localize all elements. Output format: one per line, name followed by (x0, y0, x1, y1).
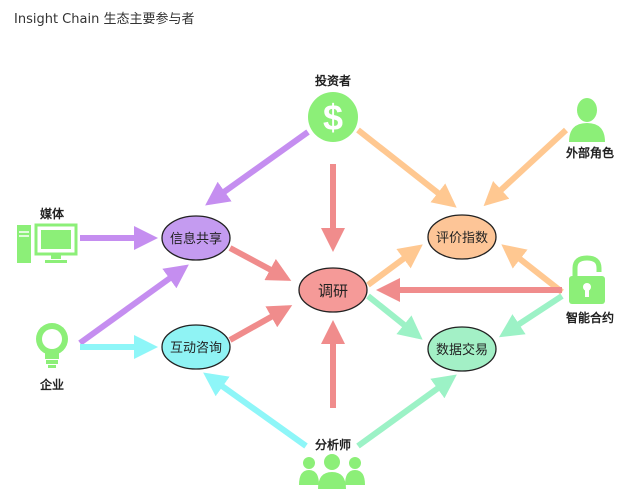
arrow-enterprise-to-info-share (78, 264, 189, 346)
arrow-external-to-rating (483, 127, 569, 207)
arrow-consult-to-research (228, 305, 293, 343)
actor-investor-label: 投资者 (315, 73, 351, 88)
arrow-info-share-to-research (228, 245, 292, 281)
actor-external-label: 外部角色 (566, 145, 614, 160)
diagram-title: Insight Chain 生态主要参与者 (14, 12, 195, 27)
node-info-share: 信息共享 (161, 215, 231, 261)
lightbulb-icon (36, 323, 68, 368)
actor-media-label: 媒体 (40, 206, 65, 221)
arrow-smart-contract-to-trade (498, 293, 564, 338)
group-icon (299, 454, 365, 489)
arrow-research-to-trade (366, 293, 423, 340)
dollar-coin-icon: $ (308, 92, 358, 142)
actor-investor: 投资者 $ (308, 73, 358, 142)
node-trade: 数据交易 (427, 326, 497, 372)
node-consult-label: 互动咨询 (170, 341, 222, 356)
computer-icon (17, 223, 78, 263)
actor-analyst: 分析师 (299, 437, 365, 489)
node-research: 调研 (298, 267, 368, 313)
arrow-analyst-to-trade (356, 374, 457, 449)
node-research-label: 调研 (318, 282, 348, 300)
actor-enterprise-label: 企业 (39, 377, 64, 392)
node-trade-label: 数据交易 (436, 342, 488, 358)
arrow-analyst-to-consult (203, 372, 308, 449)
person-icon (569, 98, 605, 142)
arrow-investor-to-info-share (205, 129, 310, 206)
actor-analyst-label: 分析师 (315, 437, 351, 452)
arrow-smart-contract-to-rating (501, 244, 564, 295)
arrow-research-to-rating (366, 244, 423, 288)
node-rating-label: 评价指数 (436, 231, 488, 246)
actor-enterprise: 企业 (36, 323, 68, 392)
padlock-icon (569, 255, 605, 304)
actor-smart-contract-label: 智能合约 (565, 310, 614, 325)
node-info-share-label: 信息共享 (170, 231, 222, 247)
arrow-investor-to-rating (356, 127, 457, 208)
actor-smart-contract: 智能合约 (565, 255, 614, 325)
actor-external: 外部角色 (566, 98, 614, 160)
actor-media: 媒体 (17, 206, 78, 263)
svg-text:$: $ (323, 97, 343, 138)
node-rating: 评价指数 (427, 214, 497, 260)
node-consult: 互动咨询 (161, 324, 231, 370)
